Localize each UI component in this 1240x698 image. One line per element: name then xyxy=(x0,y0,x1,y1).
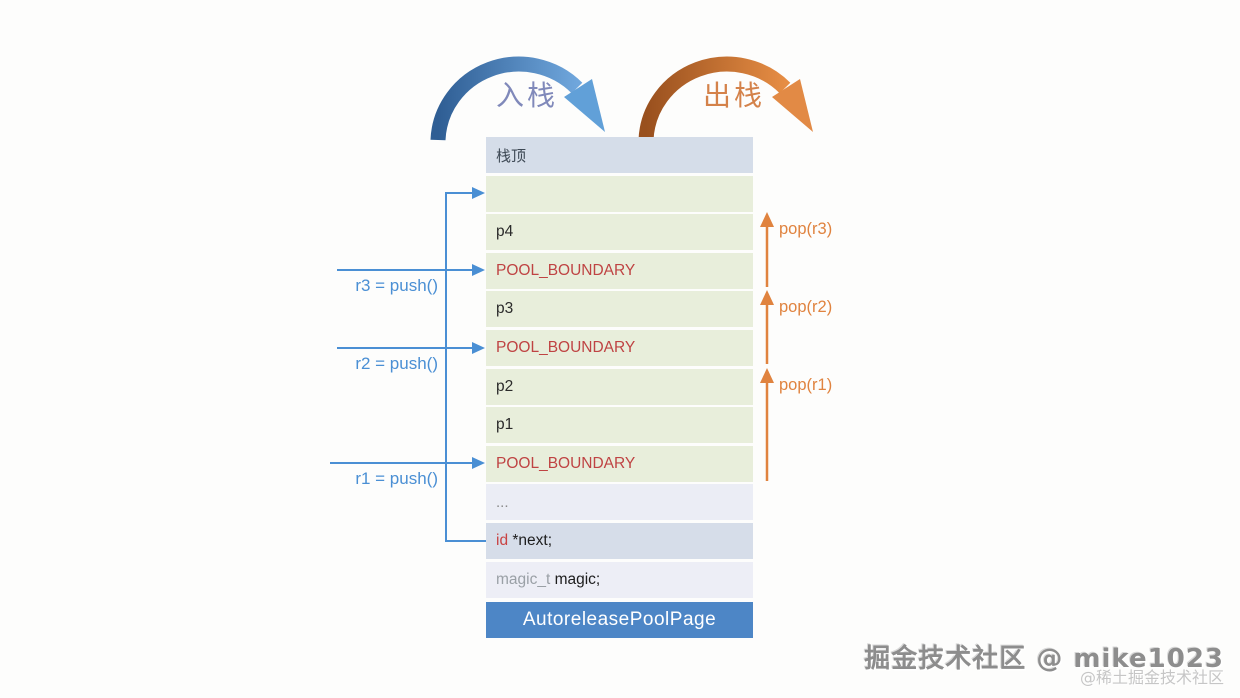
pop-arc-arrow-icon xyxy=(638,56,813,141)
stack-row-ellipsis: ... xyxy=(486,484,753,521)
watermark-line2: @稀土掘金技术社区 xyxy=(1079,668,1224,688)
push-arc-arrow-icon xyxy=(430,56,605,141)
pop-label-r2: pop(r2) xyxy=(779,298,833,316)
push-label-r2: r2 = push() xyxy=(355,354,438,373)
stack-row-p1: p1 xyxy=(486,407,753,444)
row-text: p2 xyxy=(496,377,514,395)
push-label-r1: r1 = push() xyxy=(355,469,438,488)
stack-row-next-field: id *next; xyxy=(486,522,753,560)
autorelease-pool-page-title: AutoreleasePoolPage xyxy=(486,602,753,638)
row-text: p1 xyxy=(496,416,514,434)
watermark-line1: 掘金技术社区 @ mike1023 xyxy=(864,644,1224,674)
pop-label-r3: pop(r3) xyxy=(779,220,833,238)
push-arrows xyxy=(330,264,485,469)
stack-row-p2: p2 xyxy=(486,368,753,405)
stack-row-pool-boundary-3: POOL_BOUNDARY xyxy=(486,252,753,289)
pop-arrows xyxy=(760,212,774,481)
pop-label-r1: pop(r1) xyxy=(779,376,833,394)
row-text: ... xyxy=(496,493,509,511)
row-text: POOL_BOUNDARY xyxy=(496,339,636,357)
field-type: magic_t xyxy=(496,570,551,588)
row-text: p3 xyxy=(496,300,514,318)
row-text: POOL_BOUNDARY xyxy=(496,454,636,472)
push-arc-label: 入栈 xyxy=(496,79,559,112)
autorelease-pool-stack: 栈顶 p4 POOL_BOUNDARY p3 POOL_BOUNDARY p2 … xyxy=(486,137,753,598)
row-text: p4 xyxy=(496,223,514,241)
field-type: id xyxy=(496,531,509,549)
field-name: magic; xyxy=(550,570,601,588)
stack-row-pool-boundary-1: POOL_BOUNDARY xyxy=(486,445,753,482)
stack-top-header: 栈顶 xyxy=(486,137,753,174)
pop-arc-label: 出栈 xyxy=(703,79,766,112)
row-text: POOL_BOUNDARY xyxy=(496,261,636,279)
stack-row-free-slot xyxy=(486,175,753,212)
next-pointer-arrow-icon xyxy=(445,187,486,542)
stack-row-p4: p4 xyxy=(486,214,753,251)
stack-row-magic-field: magic_t magic; xyxy=(486,561,753,598)
stack-row-p3: p3 xyxy=(486,291,753,328)
field-name: *next; xyxy=(508,531,553,549)
stack-row-pool-boundary-2: POOL_BOUNDARY xyxy=(486,329,753,367)
push-label-r3: r3 = push() xyxy=(355,276,438,295)
watermark: 掘金技术社区 @ mike1023 @稀土掘金技术社区 xyxy=(864,644,1224,688)
